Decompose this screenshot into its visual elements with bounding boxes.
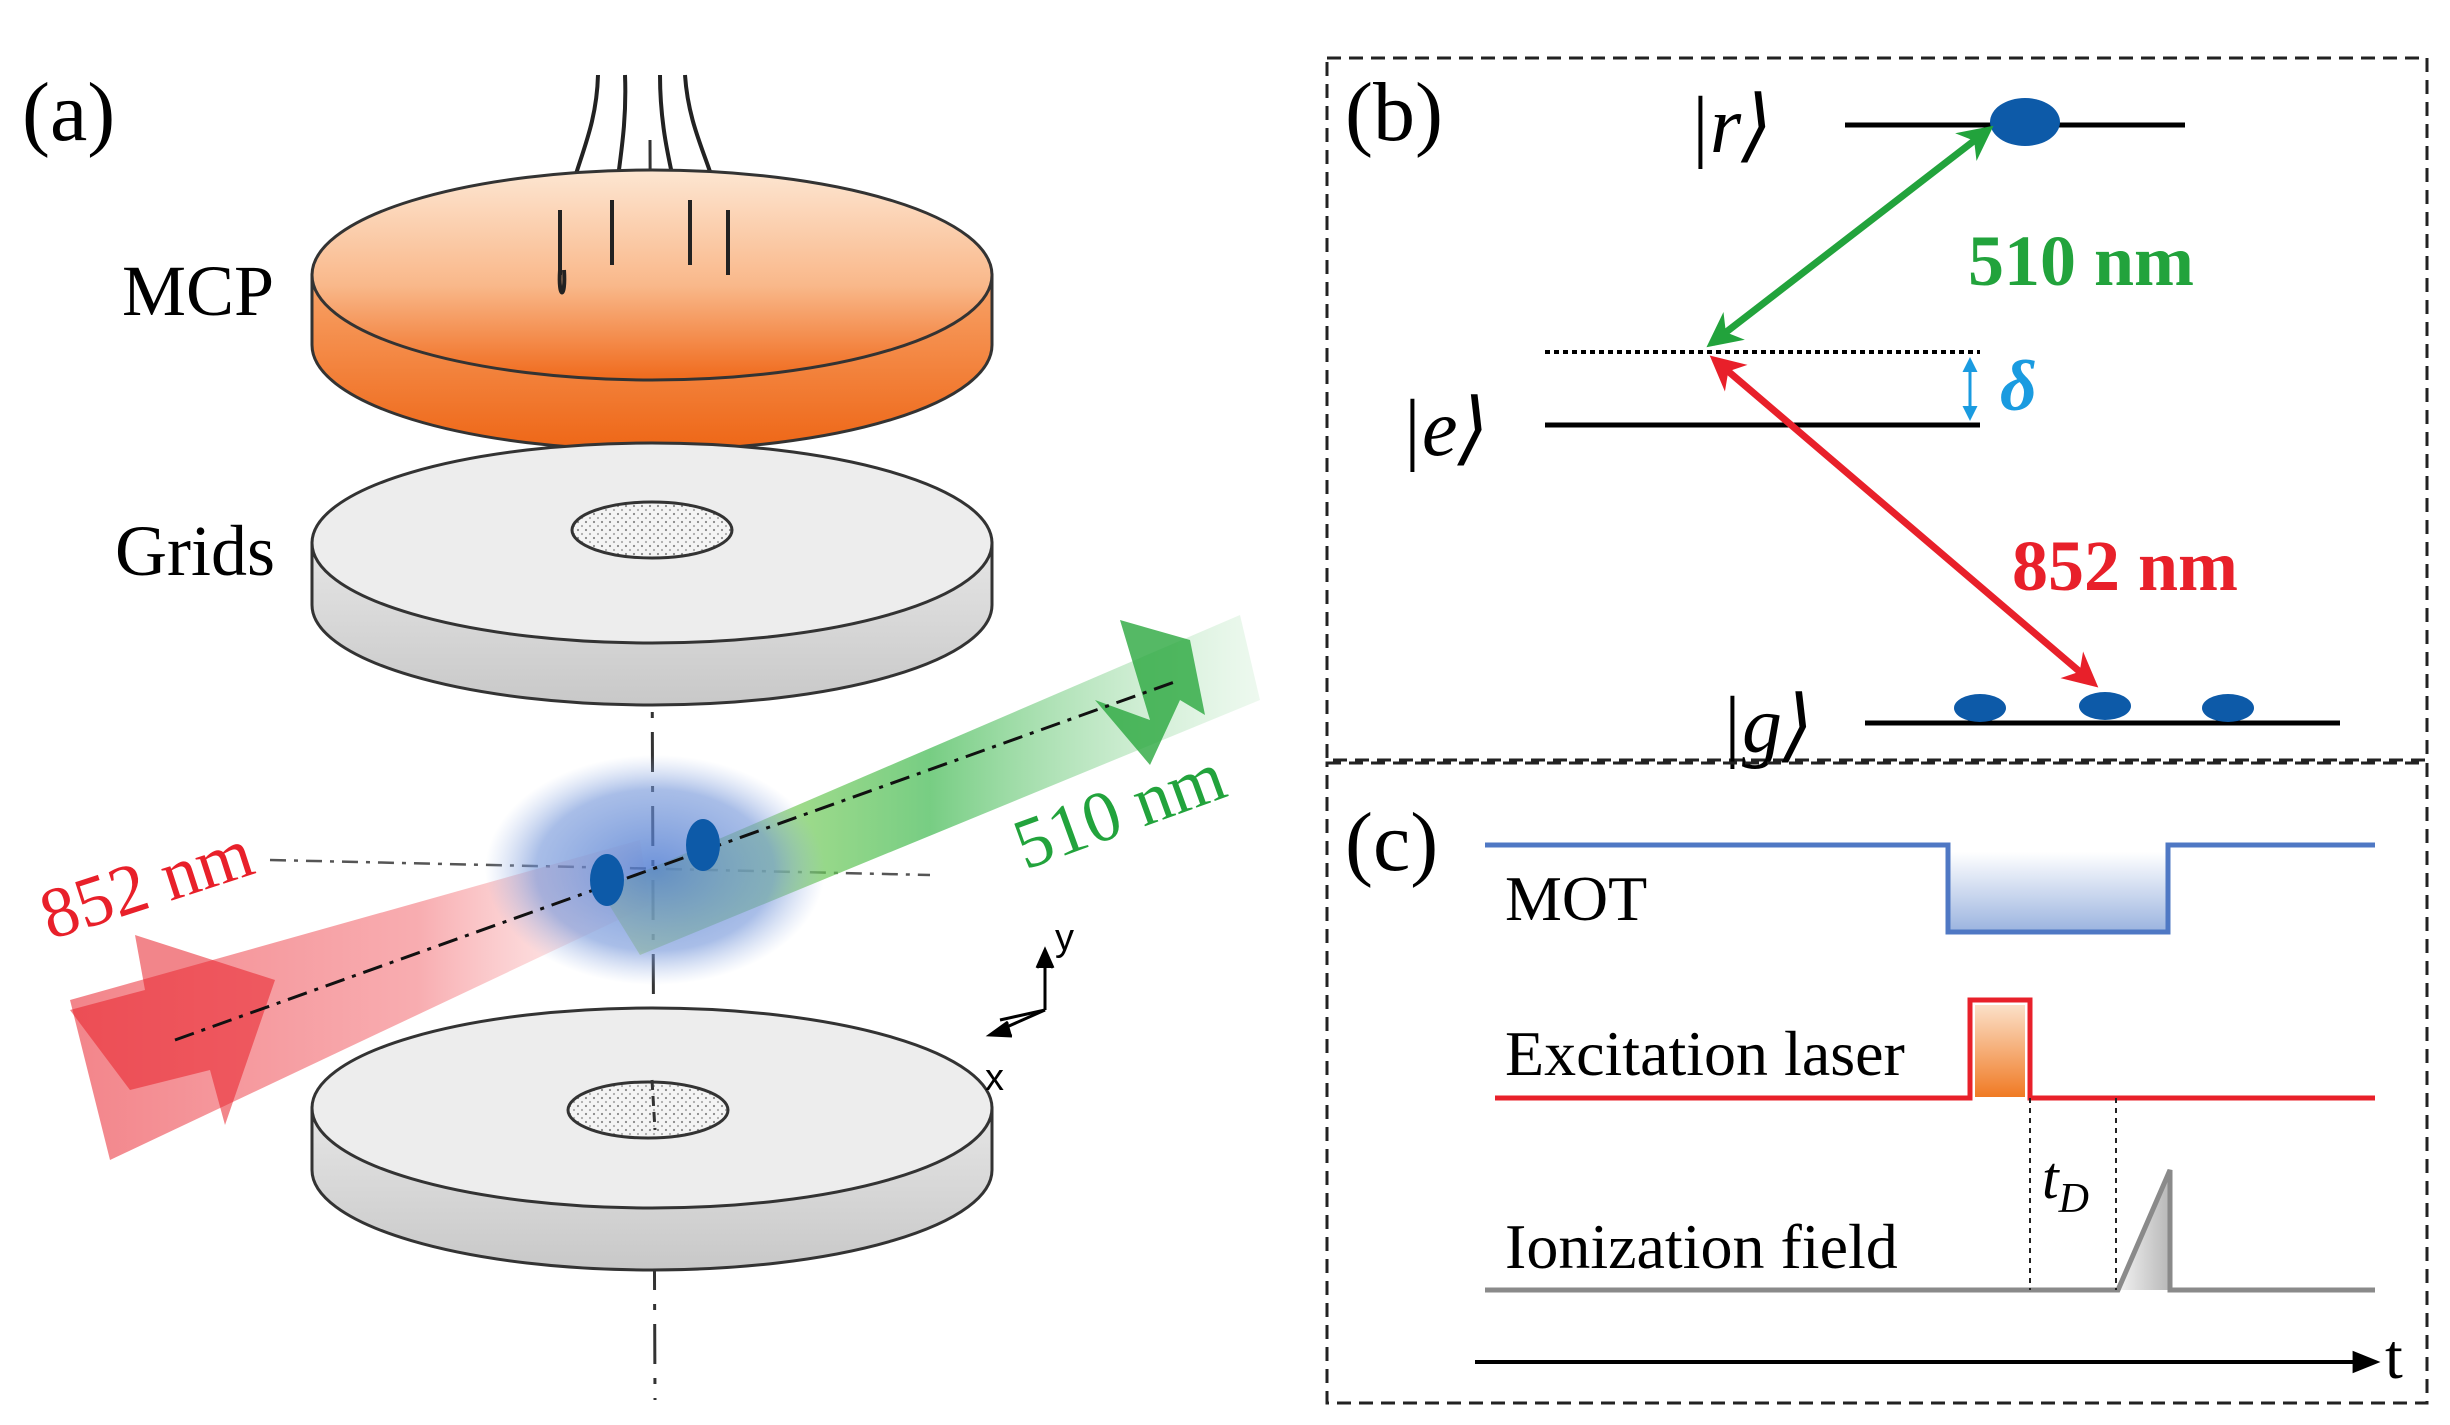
detuning-label: δ xyxy=(2000,346,2037,426)
beam-axis-line xyxy=(174,678,1181,1042)
mot-trace xyxy=(1485,842,2375,935)
coordinate-axes-icon xyxy=(985,946,1055,1038)
green-transition-arrow xyxy=(1706,125,1994,348)
atom-g-1 xyxy=(1954,694,2006,722)
red-beam-arrow-icon xyxy=(70,935,275,1125)
state-g-label: |g⟩ xyxy=(1720,682,1813,770)
excitation-label: Excitation laser xyxy=(1505,1018,1905,1089)
axis-x-label: x xyxy=(985,1057,1004,1099)
panel-c-label: (c) xyxy=(1345,796,1438,889)
panel-c: (c) MOT Excitation laser Ionization fiel… xyxy=(1325,761,2429,1405)
panel-b-label: (b) xyxy=(1345,66,1443,159)
mot-dip-fill xyxy=(1948,852,2168,930)
panel-b-frame xyxy=(1325,56,2429,762)
vertical-axis-line-front xyxy=(650,1079,657,1131)
mcp-plate xyxy=(310,168,994,452)
time-axis-label: t xyxy=(2385,1321,2403,1392)
grid-mesh-upper xyxy=(570,500,734,560)
delay-label-sub: D xyxy=(2058,1176,2089,1222)
ionization-trace xyxy=(1485,1169,2375,1293)
red-transition-arrow xyxy=(1709,355,2099,688)
grid-plate-lower xyxy=(310,1006,994,1272)
ionization-label: Ionization field xyxy=(1505,1211,1898,1282)
excitation-pulse-fill xyxy=(1975,1005,2025,1097)
atom-cloud xyxy=(485,755,825,985)
panel-a-label: (a) xyxy=(22,66,115,159)
green-transition-label: 510 nm xyxy=(1968,221,2194,301)
grids-label: Grids xyxy=(115,511,275,591)
mcp-wires-front xyxy=(558,200,730,275)
atom-g-3 xyxy=(2202,694,2254,722)
excitation-trace xyxy=(1495,997,2375,1101)
axis-y-label: y xyxy=(1055,917,1074,959)
atom-g-2 xyxy=(2079,692,2131,720)
delay-label: tD xyxy=(2042,1145,2089,1222)
panel-c-frame xyxy=(1325,761,2429,1405)
atom-1 xyxy=(590,854,624,906)
mcp-label: MCP xyxy=(122,251,274,331)
atom-2 xyxy=(686,819,720,871)
state-r-label: |r⟩ xyxy=(1688,82,1772,170)
panel-a: (a) MCP Grids xyxy=(22,66,1260,1401)
state-e-label: |e⟩ xyxy=(1400,385,1489,473)
grid-mesh-lower xyxy=(566,1080,730,1140)
delay-label-main: t xyxy=(2042,1145,2060,1211)
panel-b: (b) |r⟩ |e⟩ |g⟩ δ 510 nm 852 nm xyxy=(1325,56,2429,770)
mot-label: MOT xyxy=(1505,863,1647,934)
green-beam-arrow-icon xyxy=(1095,620,1205,765)
red-transition-label: 852 nm xyxy=(2012,526,2238,606)
red-beam-label: 852 nm xyxy=(30,812,262,955)
grid-plate-upper xyxy=(310,441,994,707)
atom-r xyxy=(1990,98,2060,146)
